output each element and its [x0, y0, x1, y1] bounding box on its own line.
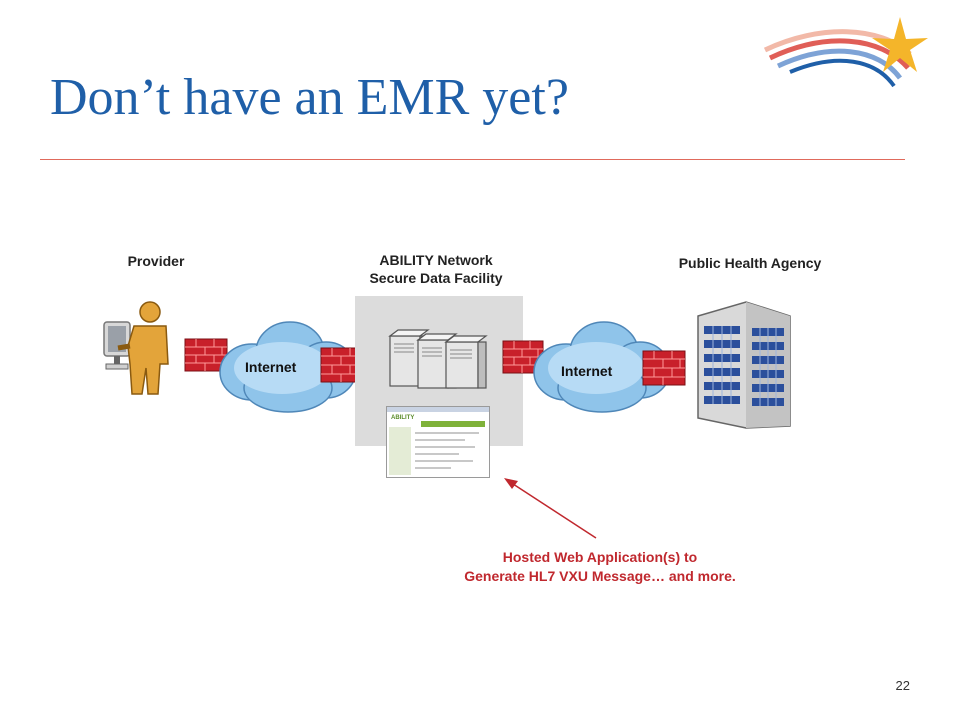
provider-label: Provider: [127, 253, 185, 269]
server-rack-icon: [388, 329, 488, 389]
firewall-icon: [642, 350, 686, 386]
network-label: ABILITY Network Secure Data Facility: [336, 251, 536, 287]
internet-label-left: Internet: [245, 359, 297, 375]
web-app-screenshot: ABILITY: [386, 406, 490, 478]
annotation-text: Hosted Web Application(s) to Generate HL…: [420, 548, 780, 586]
agency-label: Public Health Agency: [678, 255, 822, 271]
annotation-arrow: [504, 478, 597, 539]
title-divider: [40, 159, 905, 160]
provider-person-icon: [103, 301, 169, 395]
building-icon: [697, 301, 791, 429]
page-number: 22: [895, 678, 910, 693]
internet-cloud-icon: [219, 321, 357, 413]
star-swoosh-logo: [763, 17, 928, 88]
network-label-line1: ABILITY Network: [379, 252, 493, 268]
network-label-line2: Secure Data Facility: [369, 270, 503, 286]
internet-label-right: Internet: [561, 363, 613, 379]
annotation-line1: Hosted Web Application(s) to: [502, 549, 698, 565]
screenshot-logo: ABILITY: [391, 415, 415, 421]
slide-title: Don’t have an EMR yet?: [50, 69, 569, 126]
annotation-line2: Generate HL7 VXU Message… and more.: [464, 568, 736, 584]
firewall-icon: [502, 340, 544, 374]
